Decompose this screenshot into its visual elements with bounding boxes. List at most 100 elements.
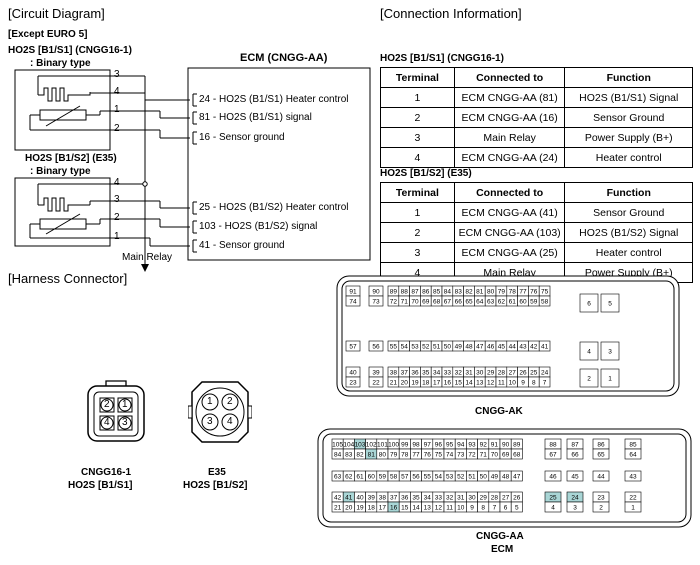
pin-cell bbox=[510, 501, 523, 513]
pin-number: 83 bbox=[345, 452, 353, 459]
pin-number: 55 bbox=[390, 344, 398, 351]
cell: 2 bbox=[380, 107, 455, 128]
pin-number: 23 bbox=[597, 495, 605, 502]
pin-number: 54 bbox=[401, 344, 409, 351]
ecm-signal: 41 - Sensor ground bbox=[199, 240, 285, 251]
except-note: [Except EURO 5] bbox=[8, 29, 88, 40]
pin-number: 84 bbox=[444, 289, 452, 296]
pin-number: 103 bbox=[355, 442, 366, 449]
pin-number: 16 bbox=[390, 505, 398, 512]
pin-cell bbox=[566, 501, 584, 513]
pin-number: 4 bbox=[587, 349, 591, 356]
pin-number: 17 bbox=[433, 380, 441, 387]
pin-cell bbox=[345, 340, 361, 352]
pin-cell bbox=[368, 376, 384, 388]
pin-number: 10 bbox=[457, 505, 465, 512]
cell: Heater control bbox=[564, 147, 693, 168]
pin-number: 67 bbox=[549, 452, 557, 459]
main-relay-label: Main Relay bbox=[122, 252, 173, 263]
pin-number: 36 bbox=[411, 370, 419, 377]
pin-number: 69 bbox=[502, 452, 510, 459]
table2-title: HO2S [B1/S2] (E35) bbox=[380, 168, 472, 179]
pin-number: 25 bbox=[530, 370, 538, 377]
cell: ECM CNGG-AA (24) bbox=[453, 147, 566, 168]
pin-number: 74 bbox=[349, 299, 357, 306]
pin-number: 74 bbox=[446, 452, 454, 459]
pin-number: 38 bbox=[379, 495, 387, 502]
pin-number: 45 bbox=[571, 474, 579, 481]
col-header: Connected to bbox=[453, 67, 566, 88]
s1-pin: 1 bbox=[114, 104, 120, 115]
pin-number: 51 bbox=[433, 344, 441, 351]
cngg16-pin: 2 bbox=[104, 399, 110, 410]
pin-cell bbox=[592, 501, 610, 513]
pin-number: 61 bbox=[509, 299, 517, 306]
pin-number: 75 bbox=[435, 452, 443, 459]
pin-number: 2 bbox=[587, 376, 591, 383]
cell: Sensor Ground bbox=[564, 107, 693, 128]
pin-number: 53 bbox=[411, 344, 419, 351]
pin-number: 88 bbox=[549, 442, 557, 449]
pin-number: 82 bbox=[356, 452, 364, 459]
ecm-signal: 25 - HO2S (B1/S2) Heater control bbox=[199, 202, 349, 213]
cell: Power Supply (B+) bbox=[564, 127, 693, 148]
pin-number: 43 bbox=[519, 344, 527, 351]
pin-number: 72 bbox=[390, 299, 398, 306]
connection-info-heading: [Connection Information] bbox=[380, 6, 522, 21]
sensor2-type: : Binary type bbox=[30, 166, 91, 177]
pin-number: 32 bbox=[455, 370, 463, 377]
pin-number: 33 bbox=[444, 370, 452, 377]
pin-number: 20 bbox=[401, 380, 409, 387]
cngg16-sublabel: HO2S [B1/S1] bbox=[68, 480, 133, 491]
pin-cell bbox=[538, 295, 551, 307]
pin-number: 68 bbox=[433, 299, 441, 306]
pin-number: 38 bbox=[390, 370, 398, 377]
pin-cell bbox=[592, 448, 610, 460]
pin-number: 30 bbox=[468, 495, 476, 502]
col-header: Connected to bbox=[453, 182, 566, 203]
pin-number: 75 bbox=[541, 289, 549, 296]
pin-number: 9 bbox=[521, 380, 525, 387]
pin-cell bbox=[345, 295, 361, 307]
cell: Main Relay bbox=[453, 127, 566, 148]
pin-number: 25 bbox=[549, 495, 557, 502]
pin-number: 60 bbox=[368, 474, 376, 481]
cell: ECM CNGG-AA (81) bbox=[453, 87, 566, 108]
pin-number: 13 bbox=[424, 505, 432, 512]
pin-number: 49 bbox=[491, 474, 499, 481]
pin-number: 80 bbox=[487, 289, 495, 296]
pin-number: 63 bbox=[334, 474, 342, 481]
pin-number: 66 bbox=[455, 299, 463, 306]
pin-number: 88 bbox=[401, 289, 409, 296]
pin-number: 11 bbox=[498, 380, 505, 387]
pin-cell bbox=[538, 376, 551, 388]
pin-number: 67 bbox=[444, 299, 452, 306]
pin-number: 71 bbox=[401, 299, 409, 306]
pin-number: 84 bbox=[334, 452, 342, 459]
e35-connector bbox=[188, 381, 252, 443]
pin-number: 41 bbox=[541, 344, 549, 351]
pin-number: 93 bbox=[468, 442, 476, 449]
pin-number: 1 bbox=[608, 376, 612, 383]
pin-number: 35 bbox=[412, 495, 420, 502]
pin-number: 99 bbox=[401, 442, 409, 449]
ecm-signal: 81 - HO2S (B1/S1) signal bbox=[199, 112, 312, 123]
pin-number: 90 bbox=[372, 289, 380, 296]
pin-number: 81 bbox=[476, 289, 484, 296]
pin-number: 86 bbox=[597, 442, 605, 449]
pin-number: 12 bbox=[487, 380, 495, 387]
pin-number: 12 bbox=[435, 505, 443, 512]
pin-number: 68 bbox=[513, 452, 521, 459]
cell: 3 bbox=[380, 242, 455, 263]
pin-number: 73 bbox=[457, 452, 465, 459]
cell: HO2S (B1/S2) Signal bbox=[564, 222, 693, 243]
cell: ECM CNGG-AA (103) bbox=[453, 222, 566, 243]
pin-number: 29 bbox=[480, 495, 488, 502]
pin-number: 72 bbox=[468, 452, 476, 459]
pin-number: 30 bbox=[476, 370, 484, 377]
pin-number: 62 bbox=[345, 474, 353, 481]
sensor1-title: HO2S [B1/S1] (CNGG16-1) bbox=[8, 45, 132, 56]
